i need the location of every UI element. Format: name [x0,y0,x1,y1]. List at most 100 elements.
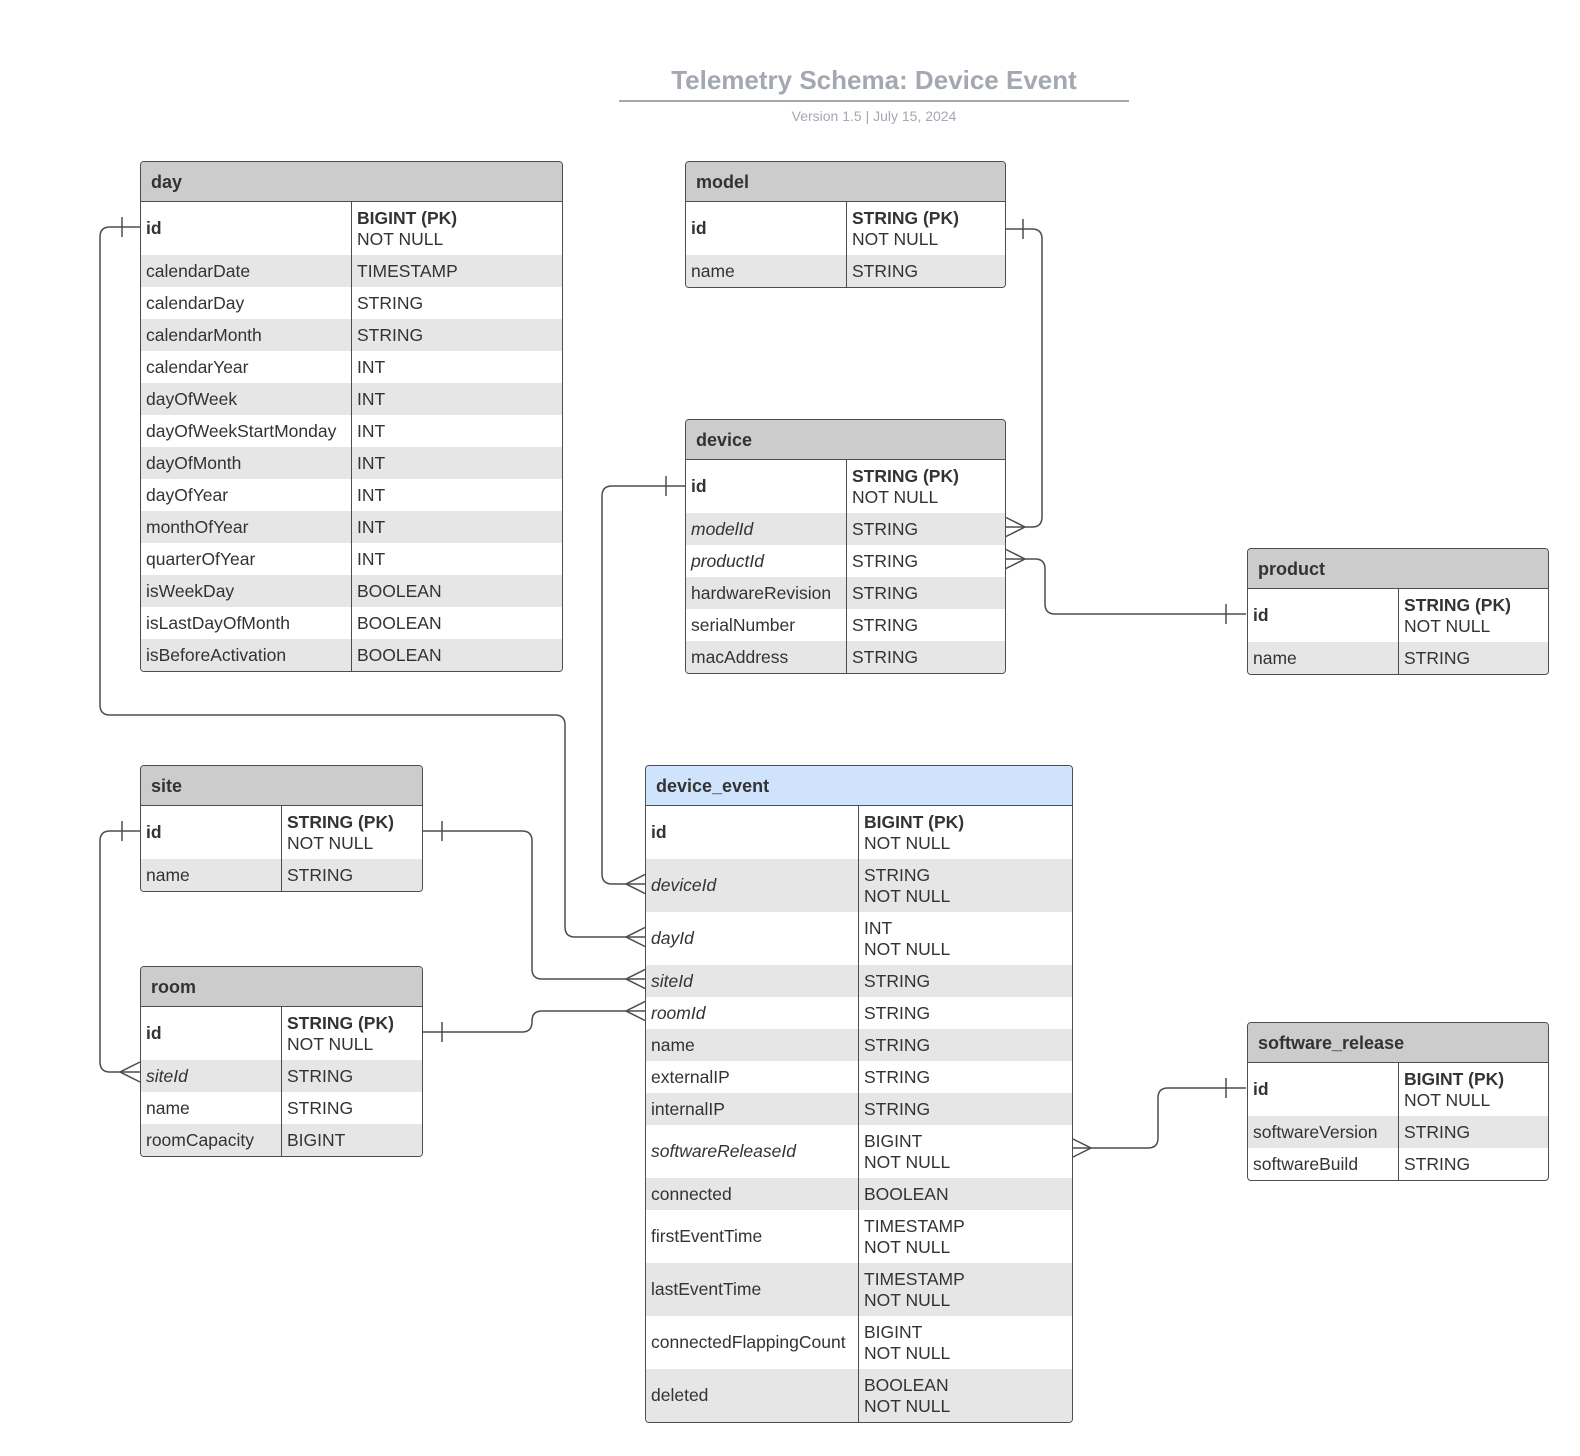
connector-room-device-event [422,1010,646,1033]
field-type: BIGINT [864,1130,923,1151]
field-constraint: NOT NULL [864,885,951,906]
many-marker-device-event-dayid [624,926,647,948]
field-type-cell: BIGINT (PK)NOT NULL [352,202,457,255]
field-name: firstEventTime [646,1210,859,1263]
field-type-cell: STRING [847,577,918,609]
field-name: id [141,1007,282,1060]
entity-header: site [141,766,422,806]
entity-header: model [686,162,1005,202]
field-type: STRING [852,646,919,667]
field-name: externalIP [646,1061,859,1093]
connector-site-room [99,830,140,1073]
field-name: macAddress [686,641,847,673]
field-type-cell: BIGINT (PK)NOT NULL [1399,1063,1504,1116]
field-type: STRING [287,864,354,885]
field-type: TIMESTAMP [357,260,458,281]
field-name: connected [646,1178,859,1210]
field-name: id [1248,1063,1399,1116]
entity-header: device_event [646,766,1072,806]
field-name: name [646,1029,859,1061]
field-type: BIGINT [864,1321,923,1342]
field-type-cell: STRING (PK)NOT NULL [282,806,394,859]
field-name: dayOfWeek [141,383,352,415]
field-type-cell: BOOLEAN [352,607,442,639]
field-name: roomId [646,997,859,1029]
many-marker-device-event-roomid [624,1000,647,1022]
field-constraint: NOT NULL [864,938,951,959]
field-type: STRING [287,1065,354,1086]
field-constraint: NOT NULL [287,832,374,853]
field-type: STRING [852,550,919,571]
field-name: modelId [686,513,847,545]
entity-header: room [141,967,422,1007]
field-type: STRING (PK) [1404,594,1511,615]
field-type: STRING [852,582,919,603]
field-type: STRING [287,1097,354,1118]
field-constraint: NOT NULL [1404,1089,1491,1110]
field-type-cell: STRING [282,1092,353,1124]
field-name: hardwareRevision [686,577,847,609]
connector-model-device [1005,228,1043,528]
field-type-cell: STRING [859,965,930,997]
field-type: INT [357,388,386,409]
many-marker-device-event-siteid [624,968,647,990]
